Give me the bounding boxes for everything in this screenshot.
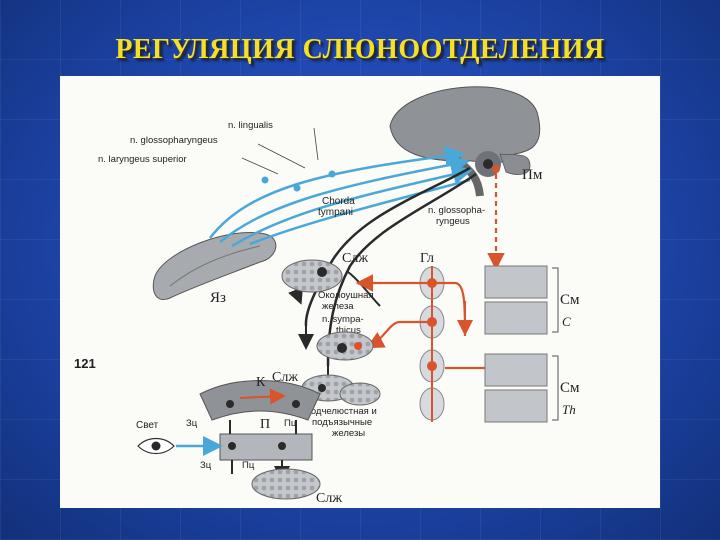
label-podyazychnye: подъязычные [312, 417, 372, 428]
submandibular-gland-mid [316, 331, 374, 361]
submandibular-gland-lower [301, 374, 381, 406]
label-n-glossopharyngeus-2a: n. glossopha- [428, 205, 485, 216]
label-zts-left: Зц [186, 418, 198, 429]
parotid-gland [281, 259, 343, 293]
label-zts-bottom: Зц [200, 460, 212, 471]
salivary-gland-bottom [251, 468, 321, 500]
label-pts-bottom: Пц [242, 460, 255, 471]
label-tympani: tympani [318, 207, 353, 218]
slide-title: РЕГУЛЯЦИЯ СЛЮНООТДЕЛЕНИЯ [115, 34, 605, 65]
salivation-regulation-diagram: Пм Яз n. lingualis n. glossopharyngeus n… [74, 86, 580, 506]
afferent-pathways [209, 146, 473, 248]
label-slzh-top: Слж [342, 251, 368, 266]
label-sm-top: См [560, 292, 580, 308]
figure-number: 121 [74, 356, 96, 371]
label-svet: Свет [136, 420, 159, 431]
cortex-block [199, 380, 321, 421]
eye-icon [137, 437, 175, 455]
label-sm-bottom: См [560, 380, 580, 396]
label-gl: Гл [420, 251, 434, 266]
label-n-laryngeus-superior: n. laryngeus superior [98, 154, 187, 165]
label-n-glossopharyngeus: n. glossopharyngeus [130, 135, 218, 146]
label-slzh-bottom: Слж [316, 491, 342, 506]
label-zhelezy: железы [332, 428, 365, 439]
label-n-sympathicus-b: thicus [336, 325, 361, 336]
sympathetic-ganglia [419, 266, 445, 422]
label-n-lingualis: n. lingualis [228, 120, 273, 131]
label-chorda: Chorda [322, 196, 355, 207]
tongue [152, 232, 277, 300]
label-n-glossopharyngeus-2b: ryngeus [436, 216, 470, 227]
label-yaz: Яз [210, 290, 226, 306]
label-th: Th [562, 402, 576, 417]
subcortex-block [219, 420, 313, 482]
brain-section [389, 86, 541, 197]
label-p: П [260, 417, 270, 432]
label-pm: Пм [522, 167, 543, 183]
label-pts-right: Пц [284, 418, 297, 429]
label-podchelyustnaya: Подчелюстная и [304, 406, 377, 417]
label-k: К [256, 375, 266, 390]
label-okoloushnaya: Околоушная [318, 290, 374, 301]
spinal-cord-segments [484, 265, 559, 423]
label-n-sympathicus-a: n. sympa- [322, 314, 364, 325]
label-zheleza: железа [322, 301, 354, 312]
figure-panel: Пм Яз n. lingualis n. glossopharyngeus n… [60, 76, 660, 508]
label-c: С [562, 314, 571, 329]
